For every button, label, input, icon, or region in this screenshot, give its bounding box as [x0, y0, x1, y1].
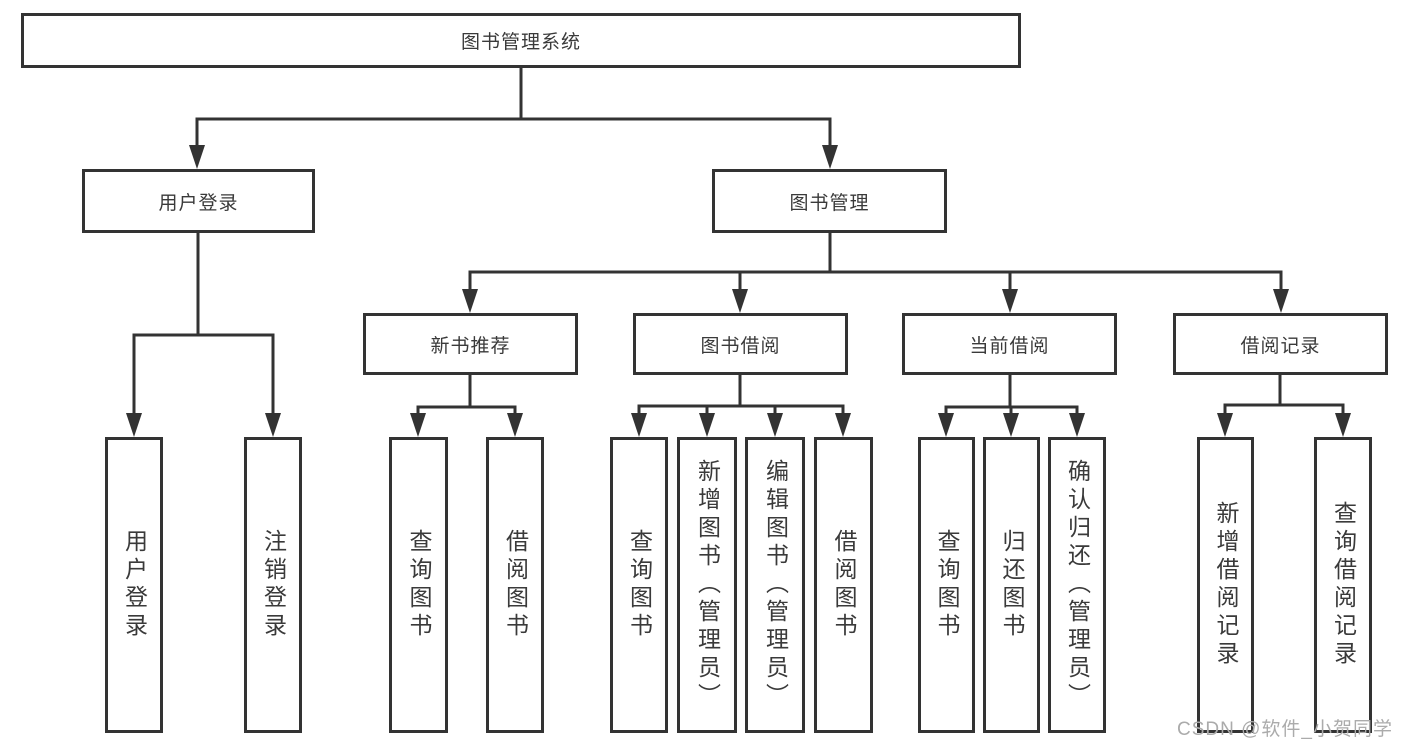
node-current-borrowing: 当前借阅	[902, 313, 1117, 375]
node-book-management: 图书管理	[712, 169, 947, 233]
leaf-logout: 注销登录	[244, 437, 302, 733]
leaf-query-books-borrowing: 查询图书	[610, 437, 668, 733]
node-book-borrowing: 图书借阅	[633, 313, 848, 375]
csdn-watermark: CSDN @软件_小贺同学	[1177, 719, 1393, 740]
leaf-return-books: 归还图书	[983, 437, 1040, 733]
leaf-edit-books-admin: 编辑图书（管理员）	[745, 437, 805, 733]
leaf-borrow-books-recommend: 借阅图书	[486, 437, 544, 733]
node-user-login: 用户登录	[82, 169, 315, 233]
leaf-add-books-admin: 新增图书（管理员）	[677, 437, 737, 733]
leaf-query-books-current: 查询图书	[918, 437, 975, 733]
node-new-book-recommendation: 新书推荐	[363, 313, 578, 375]
leaf-confirm-return-admin: 确认归还（管理员）	[1048, 437, 1106, 733]
leaf-query-books-recommend: 查询图书	[389, 437, 448, 733]
leaf-user-login: 用户登录	[105, 437, 163, 733]
leaf-add-borrow-record: 新增借阅记录	[1197, 437, 1254, 733]
node-root-system: 图书管理系统	[21, 13, 1021, 68]
leaf-query-borrow-record: 查询借阅记录	[1314, 437, 1372, 733]
node-borrowing-records: 借阅记录	[1173, 313, 1388, 375]
leaf-borrow-books-borrowing: 借阅图书	[814, 437, 873, 733]
